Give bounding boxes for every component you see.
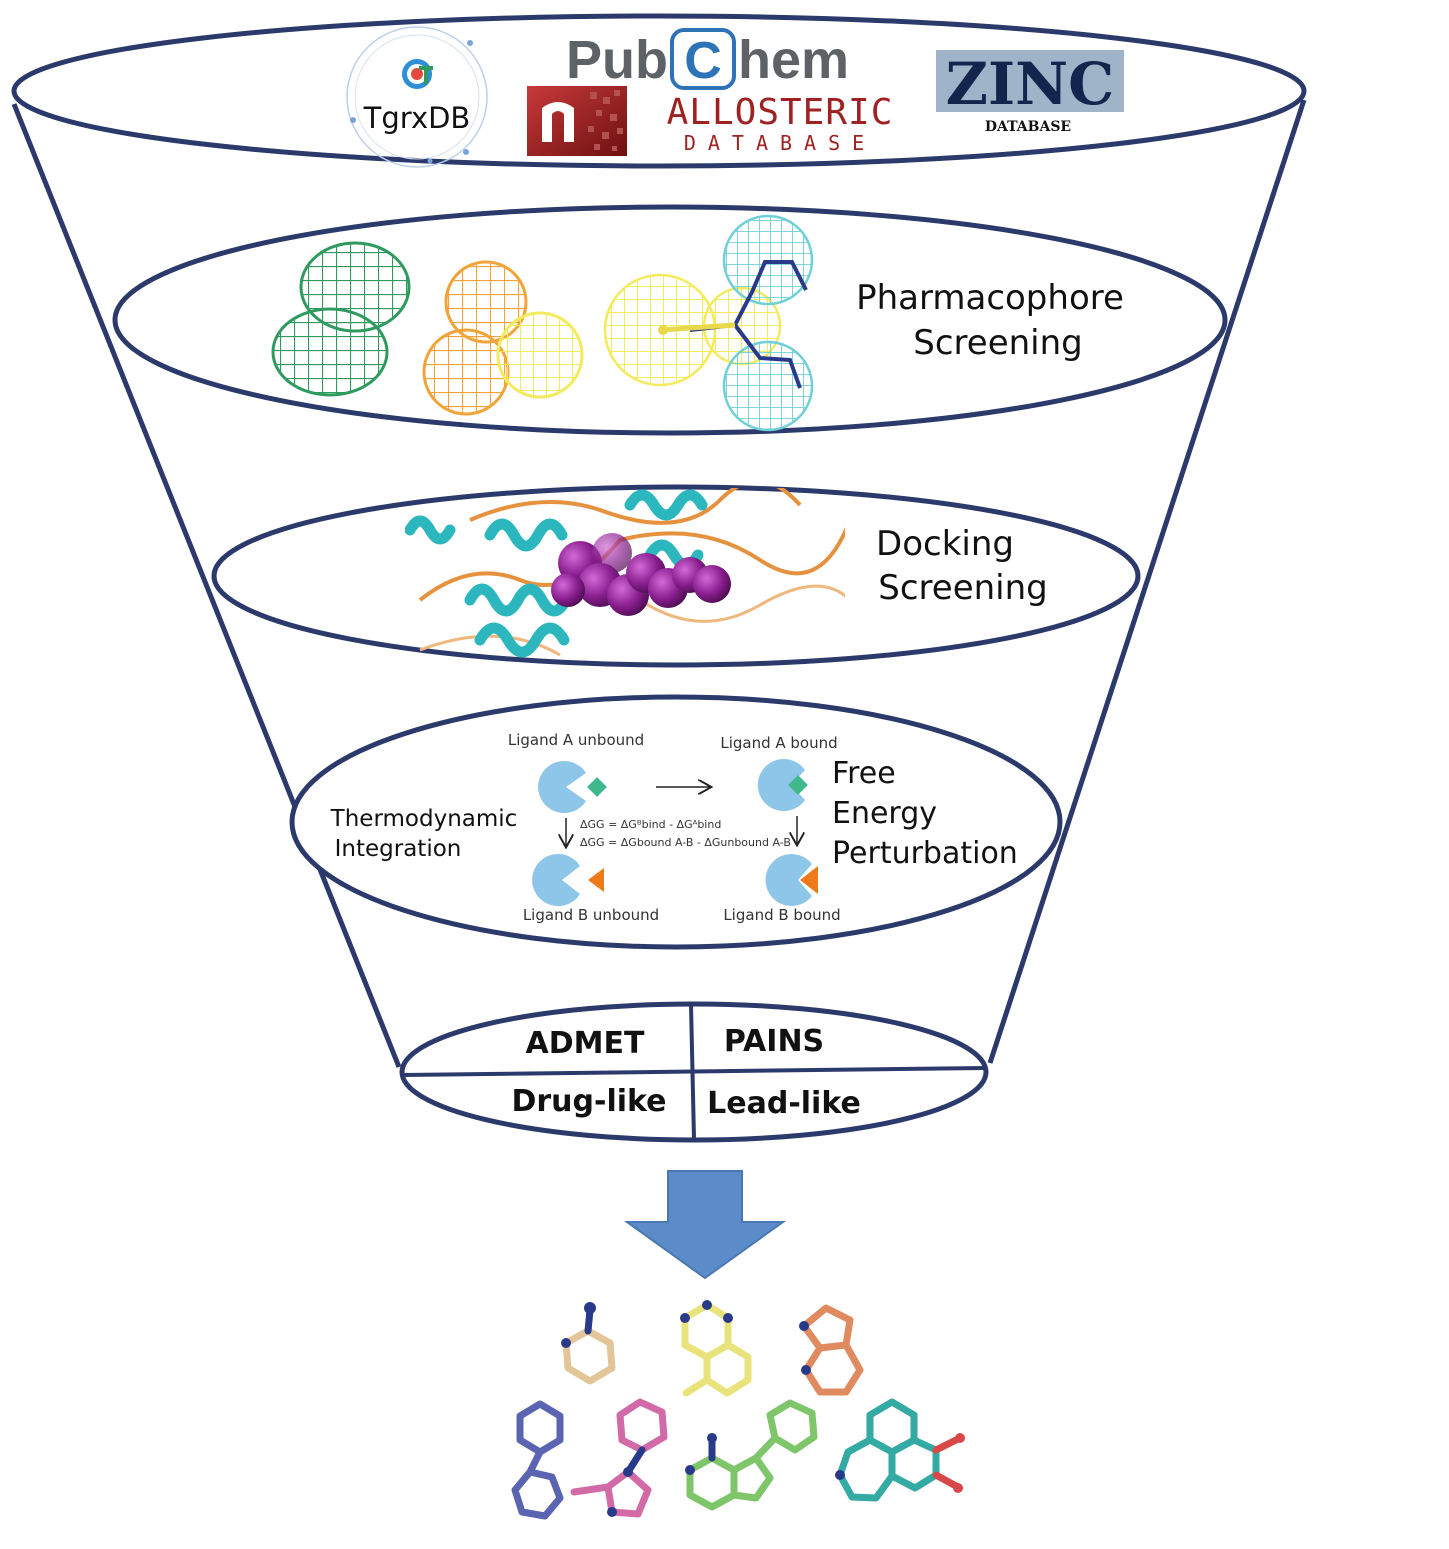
- lead-like-label: Lead-like: [707, 1086, 861, 1121]
- fep-equation-1: ΔGG = ΔGᴮbind - ΔGᴬbind: [580, 818, 721, 831]
- database-sources-layer: TgrxDB Pub C hem ALLOSTERIC DATABASE: [11, 13, 1307, 169]
- docking-label-line1: Docking: [876, 524, 1014, 564]
- pubchem-logo: Pub C hem: [566, 28, 849, 90]
- hit-molecules: [511, 1300, 965, 1520]
- hit-molecule-7: [835, 1398, 965, 1502]
- zinc-subtitle-text: DATABASE: [985, 119, 1071, 135]
- ligand-b-unbound-protein: [532, 853, 604, 907]
- funnel-outline: [11, 99, 1307, 1068]
- tgrxdb-label: TgrxDB: [363, 101, 471, 135]
- zinc-logo: ZINC DATABASE: [936, 50, 1124, 135]
- admet-label: ADMET: [526, 1026, 645, 1061]
- fep-label-line2: Energy: [832, 796, 937, 831]
- result-down-arrow: [623, 1170, 787, 1280]
- ligand-a-unbound-protein: [538, 761, 607, 814]
- docking-screening-layer: Docking Screening: [211, 484, 1141, 668]
- allosteric-bottom-text: DATABASE: [684, 131, 876, 155]
- orange-yellow-pharmacophore-spheres: [422, 260, 584, 416]
- pubchem-pub-text: Pub: [566, 30, 668, 90]
- ti-label-line2: Integration: [335, 836, 462, 862]
- allosteric-database-logo: ALLOSTERIC DATABASE: [527, 86, 894, 156]
- hit-molecule-5: [570, 1398, 668, 1518]
- protein-ligand-complex: [405, 488, 845, 658]
- pubchem-c-text: C: [684, 32, 722, 90]
- ligand-a-bound-protein: [757, 759, 808, 812]
- hit-molecule-4: [511, 1400, 564, 1520]
- pubchem-hem-text: hem: [738, 30, 849, 90]
- fep-label-line1: Free: [832, 756, 896, 791]
- pains-label: PAINS: [724, 1024, 824, 1059]
- free-energy-layer: Thermodynamic Integration Ligand A unbou…: [289, 694, 1063, 950]
- property-filters-layer: ADMET PAINS Drug-like Lead-like: [399, 1001, 989, 1143]
- hit-molecule-3: [799, 1304, 864, 1396]
- ligand-b-unbound-label: Ligand B unbound: [523, 906, 659, 924]
- ligand-b-bound-label: Ligand B bound: [723, 906, 840, 924]
- drug-like-label: Drug-like: [511, 1084, 666, 1119]
- green-pharmacophore-spheres: [271, 241, 411, 397]
- pharmacophore-ligand-model: [603, 214, 814, 432]
- hit-molecule-2: [680, 1300, 752, 1397]
- fep-label-line3: Perturbation: [832, 836, 1018, 871]
- ti-label-line1: Thermodynamic: [330, 806, 518, 832]
- hit-molecule-6: [685, 1399, 818, 1511]
- ligand-b-bound-protein: [765, 853, 818, 906]
- pharmacophore-label-line1: Pharmacophore: [856, 278, 1124, 318]
- docked-ligand-spheres: [551, 533, 731, 616]
- pharmacophore-label-line2: Screening: [913, 323, 1082, 363]
- allosteric-top-text: ALLOSTERIC: [667, 92, 894, 133]
- docking-label-line2: Screening: [878, 568, 1047, 608]
- ligand-a-bound-label: Ligand A bound: [720, 734, 837, 752]
- ligand-a-unbound-label: Ligand A unbound: [508, 731, 644, 749]
- fep-equation-2: ΔGG = ΔGbound A-B - ΔGunbound A-B: [580, 836, 791, 849]
- pharmacophore-screening-layer: Pharmacophore Screening: [112, 204, 1228, 436]
- tgrxdb-logo: TgrxDB: [346, 26, 488, 168]
- hit-molecule-1: [561, 1302, 616, 1385]
- zinc-title-text: ZINC: [946, 50, 1115, 118]
